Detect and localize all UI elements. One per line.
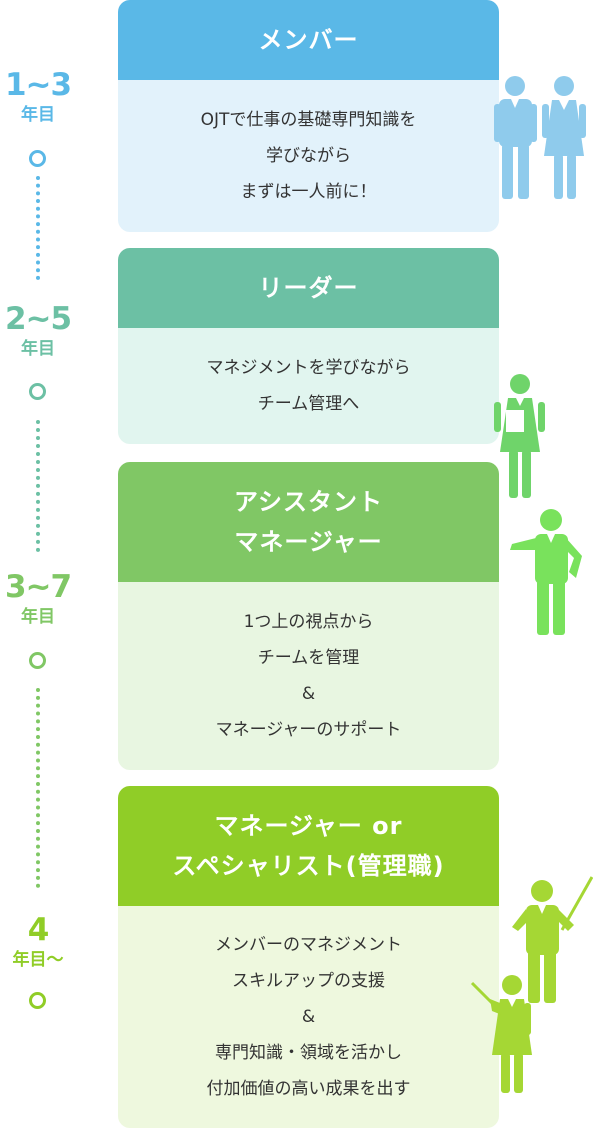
stage3-years: 3~7 年目 (0, 572, 76, 626)
leader-figure-icon (494, 374, 545, 498)
stage2-years-number: 2~5 (4, 301, 72, 337)
stage2-years-unit: 年目 (21, 339, 55, 359)
stage4-timeline-marker (29, 992, 46, 1009)
stage3-timeline-connector (36, 688, 44, 888)
stage3-card: アシスタント マネージャー 1つ上の視点から チームを管理 & マネージャーのサ… (118, 462, 499, 770)
stage4-years-unit: 年目〜 (12, 950, 64, 970)
stage2-description: マネジメントを学びながら チーム管理へ (118, 328, 499, 444)
stage3-timeline-marker (29, 652, 46, 669)
stage1-timeline-marker (29, 150, 46, 167)
stage1-title: メンバー (118, 0, 499, 80)
stage2-timeline-connector (36, 420, 44, 552)
stage2-card: リーダー マネジメントを学びながら チーム管理へ (118, 248, 499, 444)
stage3-description: 1つ上の視点から チームを管理 & マネージャーのサポート (118, 582, 499, 770)
stage1-years: 1~3 年目 (0, 70, 76, 124)
stage2-title: リーダー (118, 248, 499, 328)
manager-figures-icon (470, 876, 593, 1093)
stage4-description: メンバーのマネジメント スキルアップの支援 & 専門知識・領域を活かし 付加価値… (118, 906, 499, 1128)
stage3-title: アシスタント マネージャー (118, 462, 499, 582)
stage2-timeline-marker (29, 383, 46, 400)
member-figures-icon (494, 76, 586, 199)
assistant-manager-figure-icon (510, 509, 582, 635)
stage4-title: マネージャー or スペシャリスト(管理職) (118, 786, 499, 906)
stage3-years-number: 3~7 (4, 569, 72, 605)
stage1-years-unit: 年目 (21, 105, 55, 125)
stage4-years-number: 4 (27, 912, 50, 948)
stage1-timeline-connector (36, 176, 44, 280)
stage1-years-number: 1~3 (4, 67, 72, 103)
stage1-description: OJTで仕事の基礎専門知識を 学びながら まずは一人前に！ (118, 80, 499, 232)
stage1-card: メンバー OJTで仕事の基礎専門知識を 学びながら まずは一人前に！ (118, 0, 499, 232)
stage4-years: 4 年目〜 (0, 915, 76, 969)
stage4-card: マネージャー or スペシャリスト(管理職) メンバーのマネジメント スキルアッ… (118, 786, 499, 1128)
stage2-years: 2~5 年目 (0, 304, 76, 358)
stage3-years-unit: 年目 (21, 607, 55, 627)
